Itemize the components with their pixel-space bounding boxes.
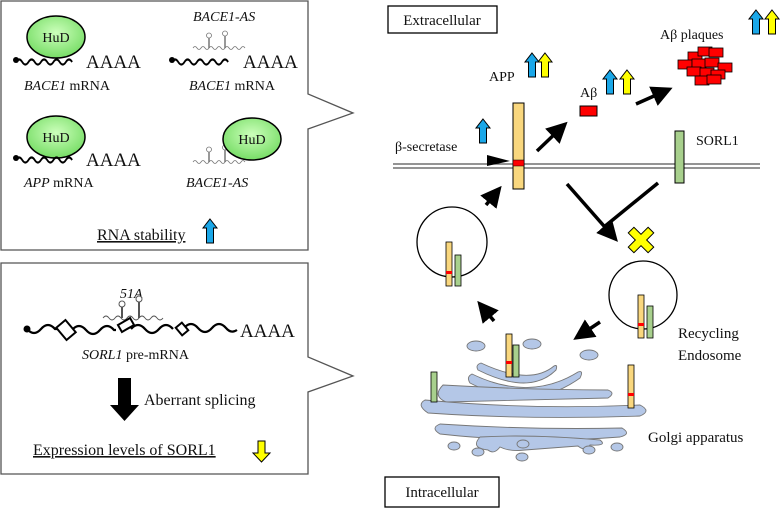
polya-label: AAAA <box>240 321 295 342</box>
beta-secretase-arrowhead <box>487 155 510 166</box>
sorl1-pre-mrna-label: SORL1 pre-mRNA <box>82 348 190 363</box>
arrow-abeta-to-plaques <box>635 86 673 106</box>
bottom-callout-box <box>0 262 355 475</box>
extracellular-label: Extracellular <box>403 13 480 29</box>
bace1as-top-label: BACE1-AS <box>193 10 255 25</box>
beta-secretase-label: β-secretase <box>395 140 457 155</box>
hud-label: HuD <box>42 31 69 46</box>
hud-bace1-mrna: HuD AAAA BACE1 mRNA <box>13 15 141 94</box>
up-arrow-icon <box>475 118 491 144</box>
app-label: APP <box>489 70 515 85</box>
bace1-mrna-label: BACE1 mRNA <box>24 79 111 94</box>
hud-label: HuD <box>238 133 265 148</box>
arrow-vesicle-to-membrane <box>480 185 502 209</box>
up-yellow-arrow-icon <box>764 9 780 35</box>
recycling-endosome <box>608 260 678 339</box>
top-callout-box <box>0 0 355 251</box>
arrow-endosome-to-golgi <box>573 319 601 340</box>
aberrant-splicing-label: Aberrant splicing <box>144 392 256 409</box>
abeta-plaques-label: Aβ plaques <box>660 28 724 43</box>
bace1as-bace1-mrna: BACE1-AS AAAA BACE1 mRNA <box>169 10 298 94</box>
recycling-label: Recycling <box>678 326 739 342</box>
polya-label: AAAA <box>86 150 141 171</box>
hud-app-mrna: HuD AAAA APP mRNA <box>13 115 141 191</box>
up-arrow-icon <box>524 52 540 78</box>
polya-label: AAAA <box>243 52 298 73</box>
intracellular-label: Intracellular <box>405 485 478 501</box>
app-mrna-label: APP mRNA <box>23 176 94 191</box>
inhibition-x-icon <box>627 226 655 254</box>
rna-stability-label: RNA stability <box>97 227 185 244</box>
up-yellow-arrow-icon <box>619 69 635 95</box>
arrow-golgi-to-vesicle <box>477 300 499 324</box>
hud-protein <box>26 15 86 59</box>
polya-label: AAAA <box>86 52 141 73</box>
up-arrow-icon <box>602 69 618 95</box>
extracellular-box <box>387 5 498 34</box>
golgi-proteins <box>430 333 635 409</box>
abeta-fragment <box>579 105 598 117</box>
abeta-plaques <box>677 46 733 86</box>
golgi-label: Golgi apparatus <box>648 430 744 446</box>
golgi-apparatus <box>420 338 647 462</box>
intracellular-box <box>384 476 500 508</box>
arrow-app-to-abeta <box>535 121 568 153</box>
abeta-label: Aβ <box>580 86 597 101</box>
sorl1-protein <box>674 130 685 184</box>
sorl1-inhibition-line <box>602 181 660 229</box>
sorl1-pre-mrna <box>23 316 238 342</box>
hud-bace1as: HuD BACE1-AS <box>186 117 282 191</box>
endosome-label: Endosome <box>678 348 742 364</box>
sorl1-expression-label: Expression levels of SORL1 <box>33 442 216 459</box>
bace1-mrna-label: BACE1 mRNA <box>189 79 276 94</box>
up-arrow-icon <box>748 9 764 35</box>
hud-protein <box>222 117 282 161</box>
plasma-membrane <box>393 163 760 169</box>
down-arrow-icon <box>110 378 139 421</box>
mirna-51a <box>102 295 164 321</box>
hud-label: HuD <box>42 131 69 146</box>
bace1as-label: BACE1-AS <box>186 176 248 191</box>
transport-vesicle <box>416 206 488 287</box>
app-protein <box>512 102 525 190</box>
up-yellow-arrow-icon <box>537 52 553 78</box>
sorl1-label: SORL1 <box>696 134 739 149</box>
down-yellow-arrow-icon <box>251 440 272 463</box>
